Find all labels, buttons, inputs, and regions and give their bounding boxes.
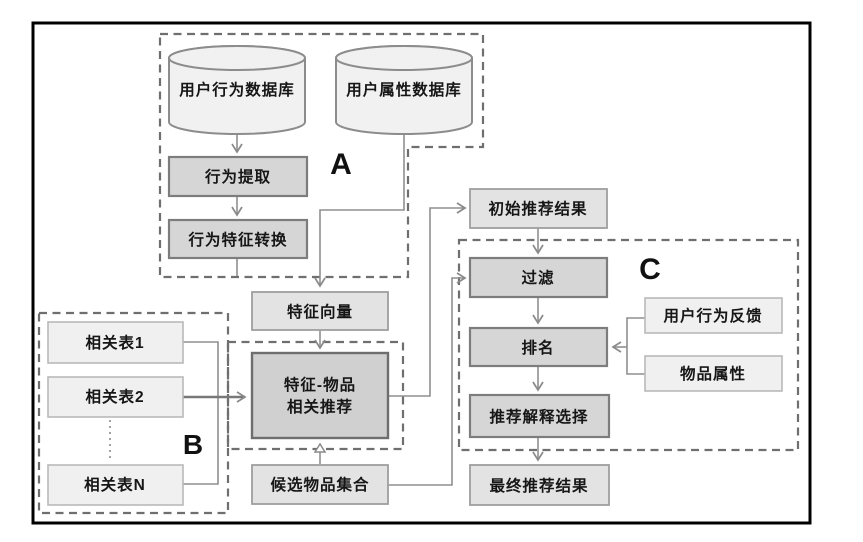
attribute-db-cylinder-top — [335, 45, 473, 71]
outer-frame — [31, 21, 812, 525]
connector-feature-item-to-initial-result — [388, 202, 467, 397]
node-behavior-db: 用户行为数据库 — [168, 45, 306, 135]
rec-explanation-selection-label: 推荐解释选择 — [489, 407, 588, 426]
node-filter: 过滤 — [468, 256, 609, 299]
node-behavior-extraction: 行为提取 — [167, 155, 309, 198]
feature-item-recommendation-label-line1: 特征-物品 — [284, 375, 356, 394]
node-feature-vector: 特征向量 — [251, 291, 389, 331]
node-behavior-feature-conversion: 行为特征转换 — [167, 218, 309, 260]
node-final-rec-result: 最终推荐结果 — [469, 464, 610, 506]
connector-candidate-to-filter — [388, 272, 467, 486]
feature-vector-label: 特征向量 — [287, 302, 353, 321]
behavior-db-cylinder-top — [168, 45, 306, 71]
user-behavior-feedback-label: 用户行为反馈 — [663, 306, 762, 325]
node-feature-item-recommendation: 特征-物品 相关推荐 — [250, 351, 390, 440]
node-ranking: 排名 — [468, 326, 609, 368]
behavior-db-label: 用户行为数据库 — [179, 80, 295, 99]
connector-feedback-attr-merge — [626, 317, 645, 375]
candidate-item-set-label: 候选物品集合 — [270, 475, 369, 494]
connector-attributedb-to-feature-vector — [314, 135, 405, 288]
node-attribute-db: 用户属性数据库 — [335, 45, 473, 135]
group-c-dashed-border — [457, 238, 800, 452]
node-rec-explanation-selection: 推荐解释选择 — [468, 393, 611, 439]
feature-item-recommendation-label-line2: 相关推荐 — [287, 397, 353, 416]
connectors — [109, 135, 645, 486]
node-item-attribute: 物品属性 — [644, 355, 783, 392]
initial-rec-result-label: 初始推荐结果 — [488, 199, 587, 218]
node-candidate-item-set: 候选物品集合 — [251, 464, 389, 505]
ranking-label: 排名 — [521, 338, 554, 357]
node-related-table-2: 相关表2 — [47, 376, 184, 418]
related-table-1-label: 相关表1 — [85, 333, 144, 352]
node-initial-rec-result: 初始推荐结果 — [469, 188, 608, 229]
node-related-table-n: 相关表N — [47, 464, 184, 506]
behavior-feature-conversion-label: 行为特征转换 — [187, 230, 287, 249]
connector-related-tables-merge — [183, 341, 219, 485]
item-attribute-label: 物品属性 — [680, 364, 746, 383]
attribute-db-label: 用户属性数据库 — [346, 80, 462, 99]
related-table-n-label: 相关表N — [84, 475, 146, 494]
filter-label: 过滤 — [521, 268, 554, 287]
behavior-extraction-label: 行为提取 — [204, 167, 271, 186]
node-related-table-1: 相关表1 — [47, 321, 184, 364]
node-user-behavior-feedback: 用户行为反馈 — [644, 297, 783, 334]
group-b-label: B — [183, 429, 203, 460]
related-table-2-label: 相关表2 — [85, 387, 144, 406]
group-a-label: A — [330, 148, 352, 181]
group-c-label: C — [639, 253, 661, 286]
final-rec-result-label: 最终推荐结果 — [489, 476, 588, 495]
